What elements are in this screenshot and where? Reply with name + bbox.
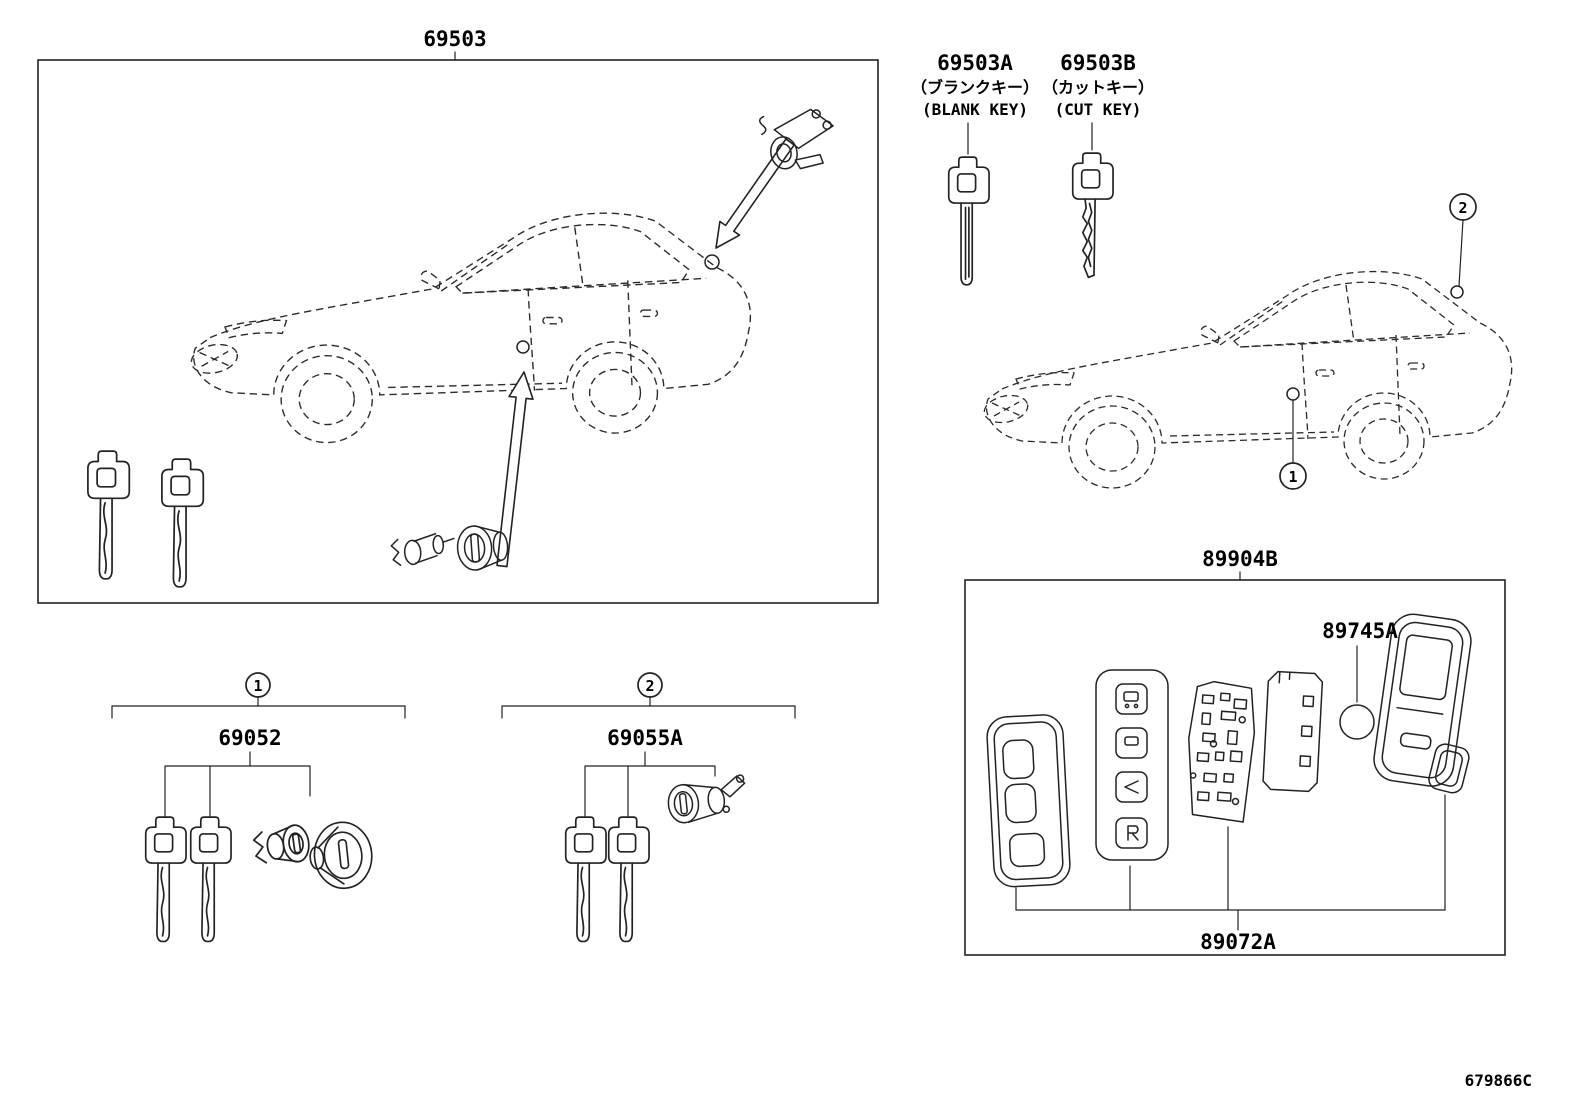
connector-lines-69055A	[584, 751, 716, 817]
door-lock-cylinder-small	[251, 822, 312, 869]
blank-key-name-jp: （ブランクキー）	[911, 78, 1039, 97]
blank-key-name-en: (BLANK KEY)	[922, 100, 1028, 119]
part-label-89745A[interactable]: 89745A	[1322, 619, 1398, 643]
arrow-to-trunk-lock	[715, 138, 795, 249]
callout-1-number-car: 1	[1288, 468, 1297, 486]
master-key-1	[87, 450, 131, 580]
door-lock-assembly-sketch	[390, 525, 509, 571]
connector-lines-69052	[164, 751, 311, 817]
smart-key-circuit-board	[1182, 679, 1259, 824]
luggage-key-1	[564, 816, 607, 943]
door-key-2	[189, 816, 232, 943]
cut-key-name-jp: （カットキー）	[1042, 78, 1154, 97]
car-sketch-right	[981, 270, 1513, 489]
door-key-1	[144, 816, 187, 943]
trunk-location-marker-right	[1450, 285, 1464, 299]
smart-key-spacer-board	[1261, 670, 1324, 793]
door-lock-cylinder-large	[306, 818, 376, 893]
trunk-lock-location-marker	[704, 254, 720, 270]
car-sketch-left	[187, 212, 752, 444]
callout-1-number-group: 1	[253, 677, 262, 695]
part-label-69052[interactable]: 69052	[218, 726, 281, 750]
bracket-group-2	[501, 705, 796, 719]
part-label-69055A[interactable]: 69055A	[607, 726, 683, 750]
part-label-69503[interactable]: 69503	[423, 27, 486, 51]
callout-2-number-group: 2	[645, 677, 654, 695]
trunk-lock-assembly-sketch	[758, 108, 834, 170]
diagram-code: 679866C	[1465, 1071, 1532, 1090]
cut-key	[1071, 152, 1114, 279]
arrow-to-door-lock	[496, 371, 534, 568]
luggage-key-2	[607, 816, 650, 943]
smart-key-box	[964, 579, 1506, 956]
part-label-89904B[interactable]: 89904B	[1202, 547, 1278, 571]
part-label-69503A[interactable]: 69503A	[937, 51, 1013, 75]
smart-key-battery	[1339, 704, 1375, 740]
door-location-marker-right	[1286, 387, 1300, 401]
luggage-lock-cylinder	[665, 774, 749, 825]
callout-2-leader	[1458, 219, 1464, 287]
callout-2-number-car: 2	[1458, 199, 1467, 217]
smart-key-housing	[985, 713, 1072, 889]
master-key-2	[161, 458, 205, 588]
smart-key-button-pad	[1095, 669, 1169, 861]
blank-key	[947, 156, 990, 286]
bracket-group-1	[111, 705, 406, 719]
main-assembly-box	[37, 59, 879, 604]
smart-key-cover-cap	[1428, 743, 1470, 794]
part-label-69503B[interactable]: 69503B	[1060, 51, 1136, 75]
part-label-89072A[interactable]: 89072A	[1200, 930, 1276, 954]
cut-key-name-en: (CUT KEY)	[1055, 100, 1142, 119]
bracket-89072A	[1015, 794, 1446, 931]
door-lock-location-marker	[516, 340, 530, 354]
